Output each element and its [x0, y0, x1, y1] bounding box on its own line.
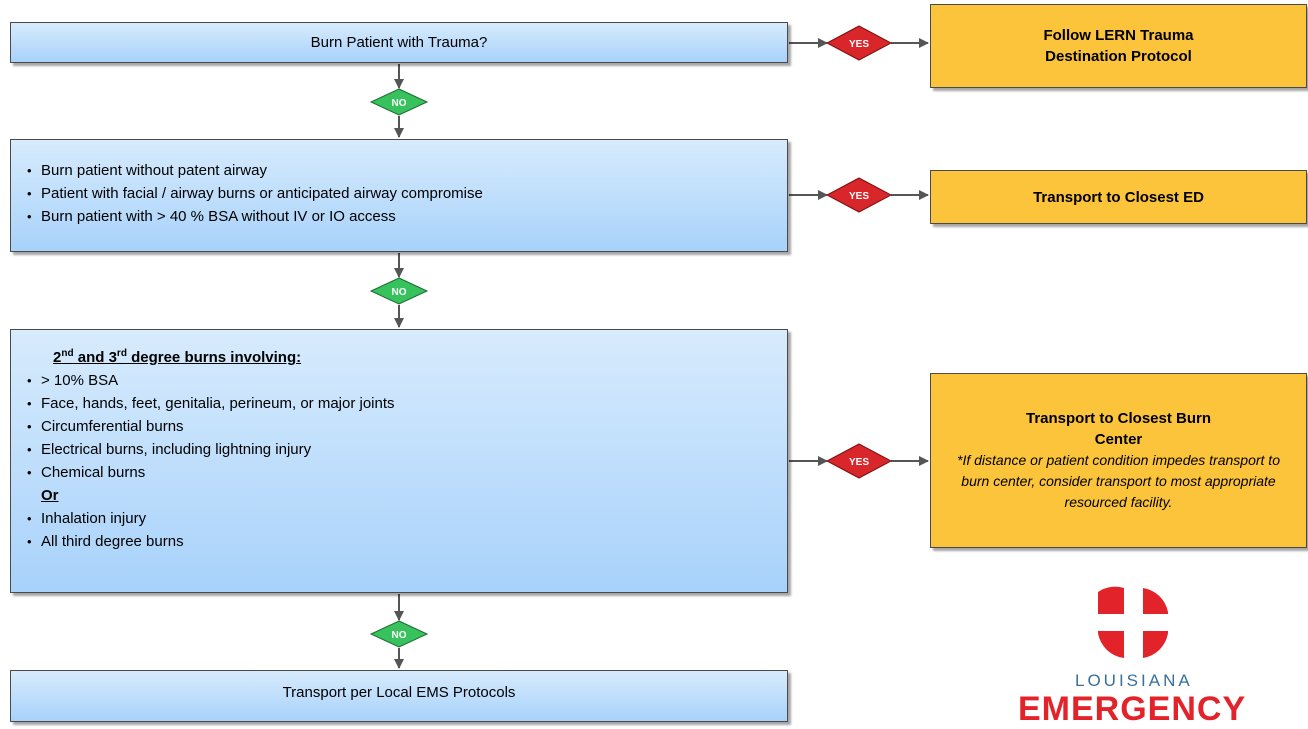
outcome-box-burn-center: Transport to Closest Burn Center *If dis… [930, 373, 1307, 548]
outcome-title: Transport to Closest ED [1033, 188, 1204, 206]
no-diamond-1: NO [369, 88, 429, 116]
list-item: Chemical burns [23, 461, 787, 484]
yes-label: YES [849, 457, 869, 468]
no-label: NO [392, 630, 407, 641]
burn-criteria-list: > 10% BSA Face, hands, feet, genitalia, … [23, 369, 787, 484]
flow-connectors: YES YES YES NO NO NO [369, 25, 1168, 669]
final-box-local-protocols: Transport per Local EMS Protocols [10, 670, 788, 722]
list-item: Electrical burns, including lightning in… [23, 438, 787, 461]
decision-title: Burn Patient with Trauma? [310, 34, 488, 51]
logo-text-louisiana: LOUISIANA [1075, 671, 1193, 690]
list-item: All third degree burns [23, 530, 787, 553]
outcome-box-closest-ed: Transport to Closest ED [930, 170, 1307, 224]
or-label: Or [41, 487, 59, 504]
no-diamond-2: NO [369, 277, 429, 305]
logo-cross-icon [1098, 586, 1168, 658]
criteria-heading: 2nd and 3rd degree burns involving: [53, 348, 302, 366]
yes-diamond-1: YES [825, 25, 893, 61]
decision-box-airway: Burn patient without patent airway Patie… [10, 139, 788, 252]
yes-label: YES [849, 191, 869, 202]
outcome-line: Center [1094, 431, 1143, 448]
final-title: Transport per Local EMS Protocols [282, 684, 516, 701]
outcome-line: Transport to Closest Burn [1025, 410, 1212, 427]
no-diamond-3: NO [369, 620, 429, 648]
logo-text-emergency: EMERGENCY [1018, 690, 1247, 728]
list-item: Burn patient without patent airway [23, 159, 787, 182]
outcome-line: Destination Protocol [1045, 48, 1192, 65]
outcome-note: *If distance or patient condition impede… [957, 452, 1280, 510]
no-label: NO [392, 287, 407, 298]
list-item: Inhalation injury [23, 507, 787, 530]
airway-criteria-list: Burn patient without patent airway Patie… [23, 159, 787, 228]
list-item: Burn patient with > 40 % BSA without IV … [23, 205, 787, 228]
outcome-line: Follow LERN Trauma [1043, 27, 1194, 44]
outcome-box-lern: Follow LERN Trauma Destination Protocol [930, 4, 1307, 88]
list-item: Face, hands, feet, genitalia, perineum, … [23, 392, 787, 415]
list-item: Patient with facial / airway burns or an… [23, 182, 787, 205]
yes-label: YES [849, 39, 869, 50]
yes-diamond-3: YES [825, 443, 893, 479]
decision-box-burn-criteria: 2nd and 3rd degree burns involving: > 10… [10, 329, 788, 593]
list-item: Circumferential burns [23, 415, 787, 438]
yes-diamond-2: YES [825, 177, 893, 213]
list-item: > 10% BSA [23, 369, 787, 392]
burn-criteria-list-b: Inhalation injury All third degree burns [23, 507, 787, 553]
no-label: NO [392, 98, 407, 109]
decision-box-trauma: Burn Patient with Trauma? [10, 22, 788, 63]
